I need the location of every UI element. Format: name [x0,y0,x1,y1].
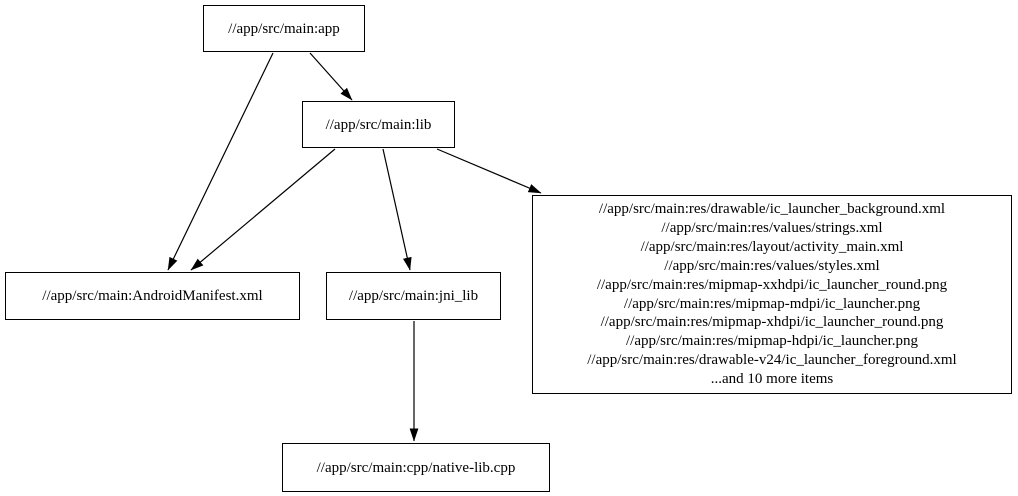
node-native-lib-label: //app/src/main:cpp/native-lib.cpp [316,459,516,476]
edge-lib-to-res-group [436,148,542,194]
node-android-manifest: //app/src/main:AndroidManifest.xml [5,272,300,320]
edge-app-to-manifest [167,52,274,271]
res-more-items-line: ...and 10 more items [710,371,834,388]
node-lib-label: //app/src/main:lib [325,116,432,133]
res-file-line: //app/src/main:res/layout/activity_main.… [640,238,904,255]
res-file-line: //app/src/main:res/drawable/ic_launcher_… [598,200,946,217]
res-file-line: //app/src/main:res/values/styles.xml [664,257,880,274]
node-native-lib-cpp: //app/src/main:cpp/native-lib.cpp [282,443,550,492]
edge-app-to-lib [309,52,353,101]
node-manifest-label: //app/src/main:AndroidManifest.xml [42,288,263,304]
node-lib-target: //app/src/main:lib [302,101,455,148]
res-file-line: //app/src/main:res/mipmap-xhdpi/ic_launc… [600,314,944,331]
node-app-target: //app/src/main:app [203,5,365,52]
edge-lib-to-manifest [190,148,336,271]
res-file-line: //app/src/main:res/mipmap-xxhdpi/ic_laun… [596,276,948,293]
res-file-line: //app/src/main:res/drawable-v24/ic_launc… [587,352,957,369]
node-app-label: //app/src/main:app [228,20,340,37]
node-res-file-group: //app/src/main:res/drawable/ic_launcher_… [532,195,1012,394]
node-jni-lib-label: //app/src/main:jni_lib [348,288,479,304]
res-file-line: //app/src/main:res/mipmap-mdpi/ic_launch… [623,295,921,312]
edge-lib-to-jni-lib [382,148,412,271]
res-file-line: //app/src/main:res/mipmap-hdpi/ic_launch… [625,333,918,350]
res-file-line: //app/src/main:res/values/strings.xml [661,219,883,236]
node-jni-lib: //app/src/main:jni_lib [326,272,501,320]
